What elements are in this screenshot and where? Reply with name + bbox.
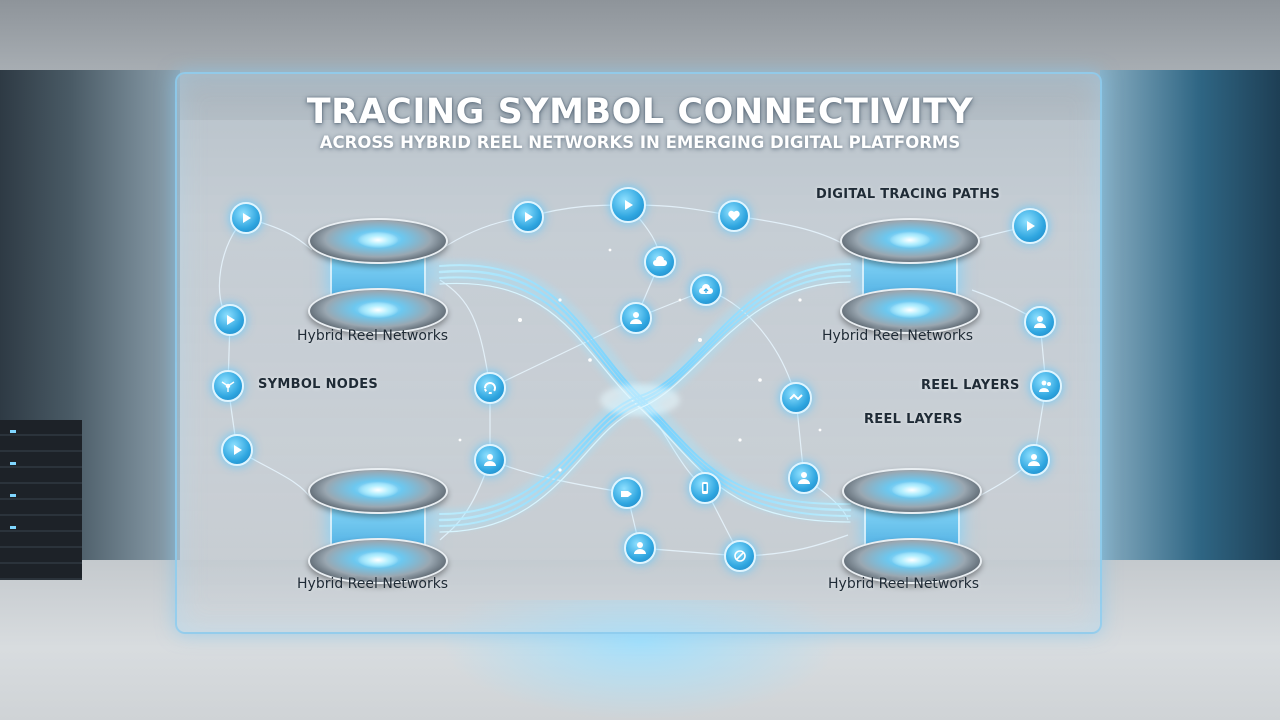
page-subtitle: ACROSS HYBRID REEL NETWORKS IN EMERGING …	[319, 133, 961, 152]
floor-glow	[440, 600, 840, 720]
reel-label-top-left: Hybrid Reel Networks	[297, 328, 449, 344]
cloud-icon	[690, 274, 722, 306]
network-icon	[718, 200, 750, 232]
user-icon	[624, 532, 656, 564]
annotation-digital-tracing-paths: DIGITAL TRACING PATHS	[816, 187, 1001, 202]
server-rack	[0, 420, 82, 580]
tag-icon	[724, 540, 756, 572]
reel-stack-bottom-left	[308, 468, 448, 598]
reel-label-bottom-left: Hybrid Reel Networks	[297, 576, 449, 592]
reel-stack-top-right	[840, 218, 980, 348]
user-icon	[788, 462, 820, 494]
user-icon	[620, 302, 652, 334]
user-icon	[474, 444, 506, 476]
data-streams	[429, 259, 861, 533]
network-icon	[474, 372, 506, 404]
reel-stack-top-left	[308, 218, 448, 348]
user-icon	[1018, 444, 1050, 476]
network-icon	[212, 370, 244, 402]
sparkle-particles	[458, 248, 822, 472]
play-icon	[512, 201, 544, 233]
annotation-reel-layers-center: REEL LAYERS	[864, 412, 963, 427]
play-icon	[230, 202, 262, 234]
reel-label-bottom-right: Hybrid Reel Networks	[828, 576, 980, 592]
phone-icon	[689, 472, 721, 504]
right-glass-wall	[1100, 70, 1280, 590]
user-icon	[1024, 306, 1056, 338]
cloud-icon	[644, 246, 676, 278]
ceiling	[0, 0, 1280, 120]
reel-stack-bottom-right	[842, 468, 982, 598]
annotation-symbol-nodes: SYMBOL NODES	[258, 377, 379, 392]
play-icon	[214, 304, 246, 336]
play-icon	[610, 187, 646, 223]
play-icon	[221, 434, 253, 466]
tag-icon	[611, 477, 643, 509]
network-icon	[780, 382, 812, 414]
user-group-icon	[1030, 370, 1062, 402]
page-title: TRACING SYMBOL CONNECTIVITY	[306, 92, 974, 132]
reel-label-top-right: Hybrid Reel Networks	[822, 328, 974, 344]
play-icon	[1012, 208, 1048, 244]
annotation-reel-layers-right: REEL LAYERS	[921, 378, 1020, 393]
